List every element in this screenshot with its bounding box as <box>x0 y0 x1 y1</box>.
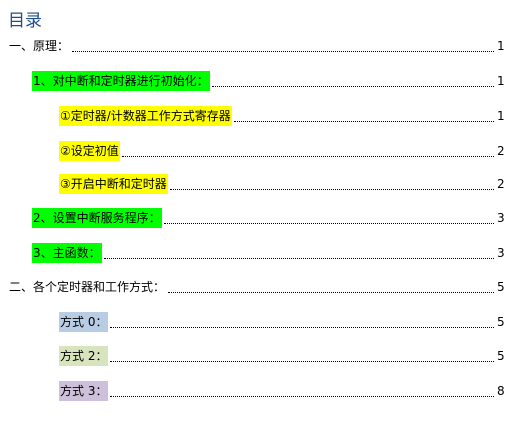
toc-title: 目录 <box>8 11 42 31</box>
toc-entry-label: 方式 3： <box>59 381 109 401</box>
toc-leader <box>110 326 494 328</box>
toc-entry-label: 3、主函数： <box>32 243 102 263</box>
toc-leader <box>168 291 494 293</box>
toc-entry-mode-0[interactable]: 方式 0： 5 <box>59 312 505 332</box>
toc-leader <box>163 222 494 224</box>
toc-entry-label: ③开启中断和定时器 <box>59 174 168 194</box>
toc-entry-label: 方式 2： <box>59 346 109 366</box>
toc-entry-label: ①定时器/计数器工作方式寄存器 <box>59 106 232 126</box>
toc-entry-main-function[interactable]: 3、主函数： 3 <box>32 243 505 263</box>
toc-leader <box>72 50 494 52</box>
toc-entry-label: 方式 0： <box>59 312 109 332</box>
toc-entry-principle[interactable]: 一、原理： 1 <box>8 36 505 56</box>
toc-leader <box>110 360 494 362</box>
toc-page-number: 2 <box>497 177 505 191</box>
toc-entry-init-interrupt-timer[interactable]: 1、对中断和定时器进行初始化： 1 <box>32 71 505 91</box>
toc-page-number: 8 <box>497 384 505 398</box>
toc-entry-label: 二、各个定时器和工作方式： <box>9 280 166 294</box>
toc-entry-mode-2[interactable]: 方式 2： 5 <box>59 346 505 366</box>
toc-entry-mode-register[interactable]: ①定时器/计数器工作方式寄存器 1 <box>59 106 505 126</box>
toc-entry-label: 一、原理： <box>9 39 70 53</box>
toc-leader <box>211 85 494 87</box>
toc-entry-interrupt-service[interactable]: 2、设置中断服务程序： 3 <box>32 208 505 228</box>
toc-page-number: 1 <box>497 74 505 88</box>
toc-leader <box>110 395 494 397</box>
toc-entry-label: ②设定初值 <box>59 141 120 161</box>
toc-entry-label: 1、对中断和定时器进行初始化： <box>32 71 210 91</box>
toc-entry-initial-value[interactable]: ②设定初值 2 <box>59 141 505 161</box>
toc-page-number: 5 <box>497 349 505 363</box>
toc-leader <box>121 155 494 157</box>
toc-page-number: 1 <box>497 39 505 53</box>
toc-leader <box>103 257 494 259</box>
toc-leader <box>233 120 494 122</box>
toc-entry-enable-interrupt-timer[interactable]: ③开启中断和定时器 2 <box>59 174 505 194</box>
toc-page-number: 5 <box>497 315 505 329</box>
toc-page-number: 2 <box>497 144 505 158</box>
toc-entry-label: 2、设置中断服务程序： <box>32 208 162 228</box>
toc-leader <box>169 188 494 190</box>
toc-page-number: 1 <box>497 109 505 123</box>
toc-entry-timers-modes[interactable]: 二、各个定时器和工作方式： 5 <box>8 277 505 297</box>
toc-page-number: 3 <box>497 211 505 225</box>
toc-page-number: 5 <box>497 280 505 294</box>
toc-entry-mode-3[interactable]: 方式 3： 8 <box>59 381 505 401</box>
toc-page-number: 3 <box>497 246 505 260</box>
